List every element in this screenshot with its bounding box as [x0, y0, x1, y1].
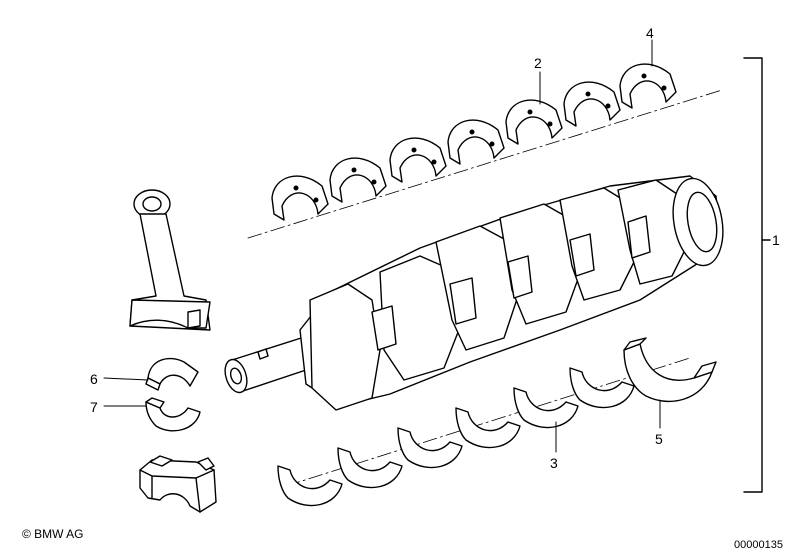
upper-shell: [329, 157, 387, 203]
upper-shell: [447, 119, 505, 165]
upper-shell: [563, 81, 621, 127]
callout-4: 4: [646, 25, 654, 41]
upper-shell: [271, 175, 329, 221]
lower-shell: [569, 367, 635, 409]
upper-axis-line: [247, 89, 723, 239]
thrust-bearing-shell: [623, 337, 717, 403]
callout-7: 7: [90, 399, 98, 415]
lower-shell: [397, 427, 463, 469]
callout-2: 2: [534, 55, 542, 71]
copyright-notice: © BMW AG: [22, 527, 84, 541]
rod-bearing-lower: [145, 397, 201, 432]
lower-shell: [337, 447, 403, 489]
callout-3: 3: [550, 455, 558, 471]
upper-shell: [505, 99, 563, 145]
lower-bearing-shells: [277, 367, 635, 507]
callout-5: 5: [655, 431, 663, 447]
upper-shell: [619, 63, 677, 109]
upper-bearing-shells: [271, 63, 677, 221]
rod-bearing-upper: [145, 357, 199, 391]
callout-1: 1: [772, 232, 780, 248]
document-id: 00000135: [734, 539, 783, 551]
lower-shell: [513, 387, 579, 429]
connecting-rod: [129, 189, 211, 331]
assembly-bracket: [743, 57, 771, 493]
upper-shell: [389, 137, 447, 183]
lower-axis-line: [285, 357, 691, 487]
lower-shell: [277, 465, 343, 507]
callout-6: 6: [90, 371, 98, 387]
leader-lines: [103, 39, 661, 453]
bearing-cap: [139, 455, 217, 513]
lower-shell: [455, 407, 521, 449]
crankshaft: [224, 175, 724, 411]
